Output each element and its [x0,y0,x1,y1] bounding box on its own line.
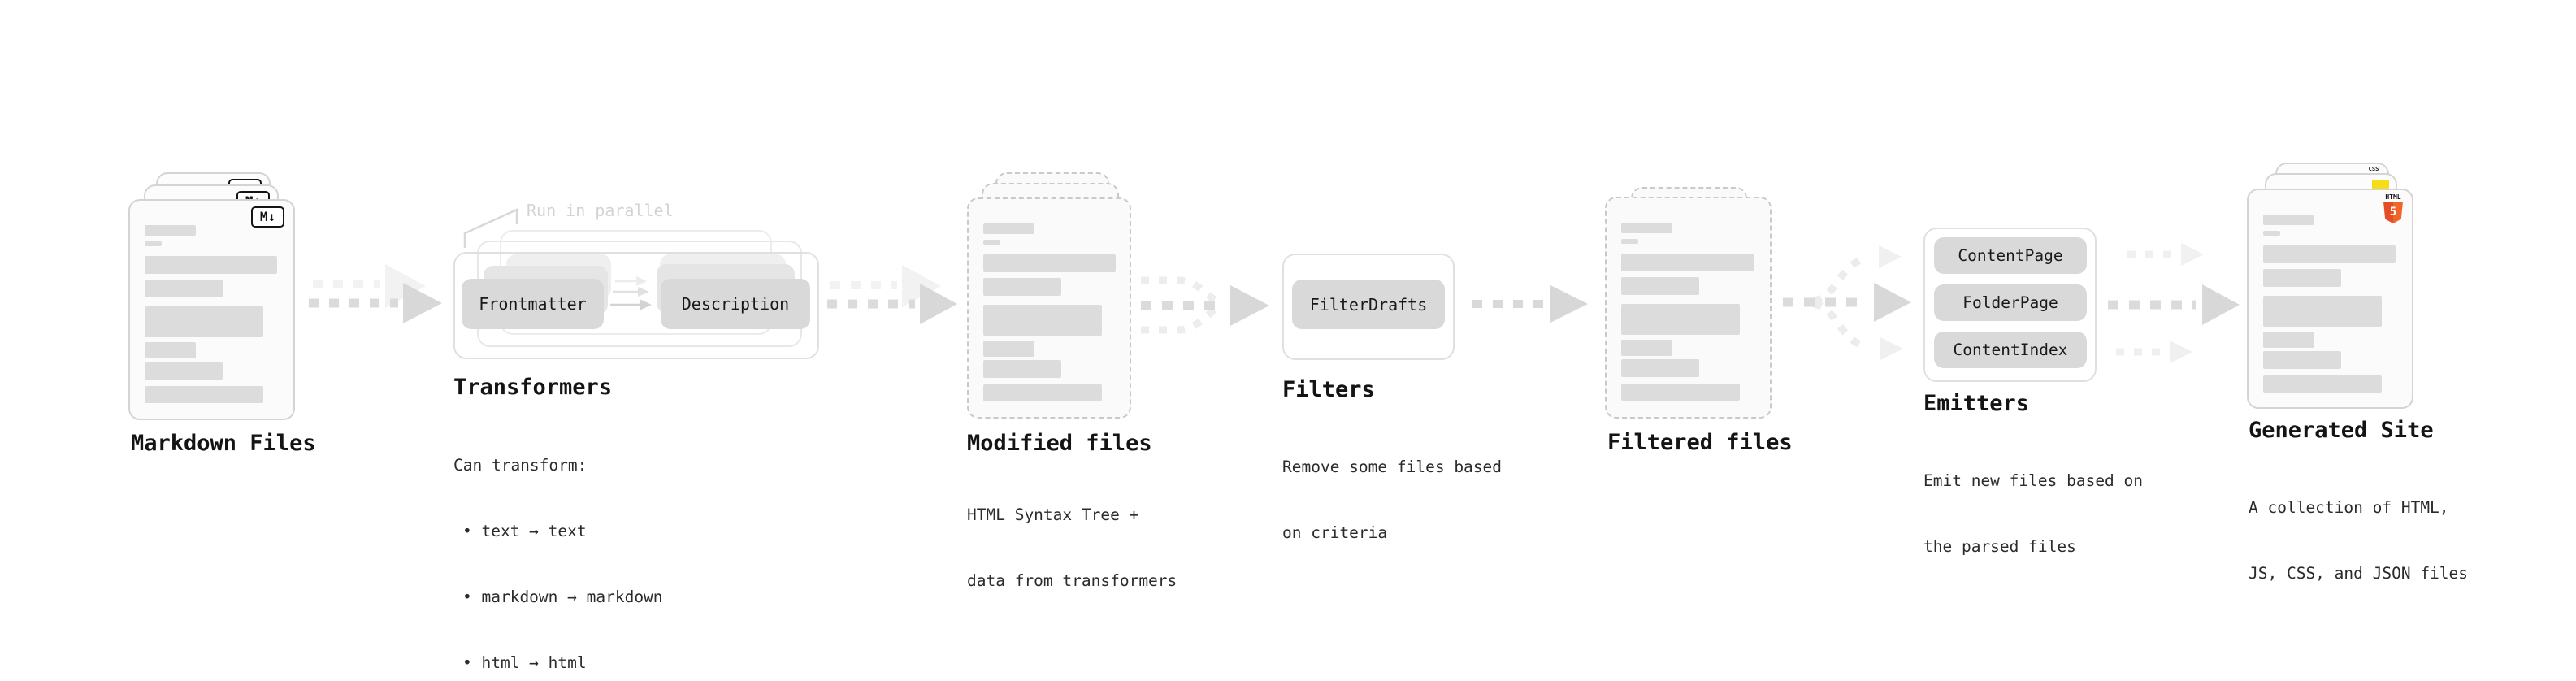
stage-desc-modified-files: HTML Syntax Tree + data from transformer… [967,505,1177,590]
skeleton-line [145,256,277,274]
file-card-front: M↓ [128,199,295,420]
emitter-pill-contentpage: ContentPage [1934,237,2087,274]
skeleton-line [145,306,263,337]
stage-title-modified-files: Modified files [967,431,1152,456]
js-icon [2372,180,2389,189]
skeleton-line [983,305,1102,336]
emitters-box [1923,228,2097,382]
document-skeleton [1607,198,1770,417]
arrow-filters-to-filtered [1472,285,1588,323]
stage-title-transformers: Transformers [453,375,613,400]
skeleton-line [2263,269,2341,287]
transformer-pill-frontmatter: Frontmatter [462,279,604,329]
skeleton-line [1621,239,1638,244]
skeleton-line [983,254,1116,272]
stage-desc-generated-site: A collection of HTML, JS, CSS, and JSON … [2249,498,2469,583]
skeleton-line [1621,223,1672,233]
transformer-box-front [453,252,819,359]
arrow-transformers-to-modified [827,265,957,324]
document-skeleton [969,199,1130,417]
skeleton-line [2263,332,2314,348]
skeleton-line [983,223,1034,234]
skeleton-line [2263,215,2314,225]
file-card-front [1605,197,1772,419]
skeleton-line [2263,245,2396,263]
arrow-emitters-to-generated [2108,243,2240,363]
skeleton-line [2263,231,2280,236]
skeleton-line [145,280,223,297]
arrow-markdown-to-transformers [309,264,442,323]
skeleton-line [2263,375,2382,393]
skeleton-line [145,342,196,358]
skeleton-line [2263,296,2382,327]
stage-title-filtered-files: Filtered files [1607,430,1793,455]
skeleton-line [2263,351,2341,369]
skeleton-line [983,340,1034,357]
file-card-front [967,197,1131,419]
skeleton-line [983,360,1061,378]
stage-desc-transformers: Can transform: • text → text • markdown … [453,456,663,672]
document-skeleton [2249,190,2412,407]
emitter-pill-contentindex: ContentIndex [1934,332,2087,368]
skeleton-line [145,362,223,380]
arrow-modified-to-filters [1141,276,1269,334]
markdown-icon: M↓ [251,206,284,228]
skeleton-line [1621,277,1699,295]
stage-desc-emitters: Emit new files based on the parsed files [1923,471,2144,556]
skeleton-line [145,386,263,403]
skeleton-line [1621,340,1672,356]
skeleton-line [1621,384,1740,401]
skeleton-line [983,384,1102,401]
stage-title-filters: Filters [1282,377,1375,402]
filter-pill-filterdrafts: FilterDrafts [1292,280,1445,329]
transformer-pill-description: Description [661,279,810,329]
stage-title-emitters: Emitters [1923,391,2030,416]
arrow-filtered-to-emitters [1783,245,1911,360]
html5-icon: HTML 5 [2383,194,2403,223]
run-in-parallel-annotation: Run in parallel [527,201,674,220]
skeleton-line [145,225,196,236]
skeleton-line [145,241,162,246]
stage-title-generated-site: Generated Site [2249,418,2434,443]
document-skeleton [130,201,293,419]
skeleton-line [1621,359,1699,377]
skeleton-line [983,278,1061,296]
skeleton-line [983,240,1000,245]
stage-desc-filters: Remove some files based on criteria [1282,458,1503,542]
skeleton-line [1621,254,1754,271]
emitter-pill-folderpage: FolderPage [1934,284,2087,321]
file-card-front: HTML 5 [2247,189,2413,409]
filters-box [1282,254,1455,360]
skeleton-line [1621,304,1740,335]
stage-title-markdown-files: Markdown Files [131,431,316,456]
